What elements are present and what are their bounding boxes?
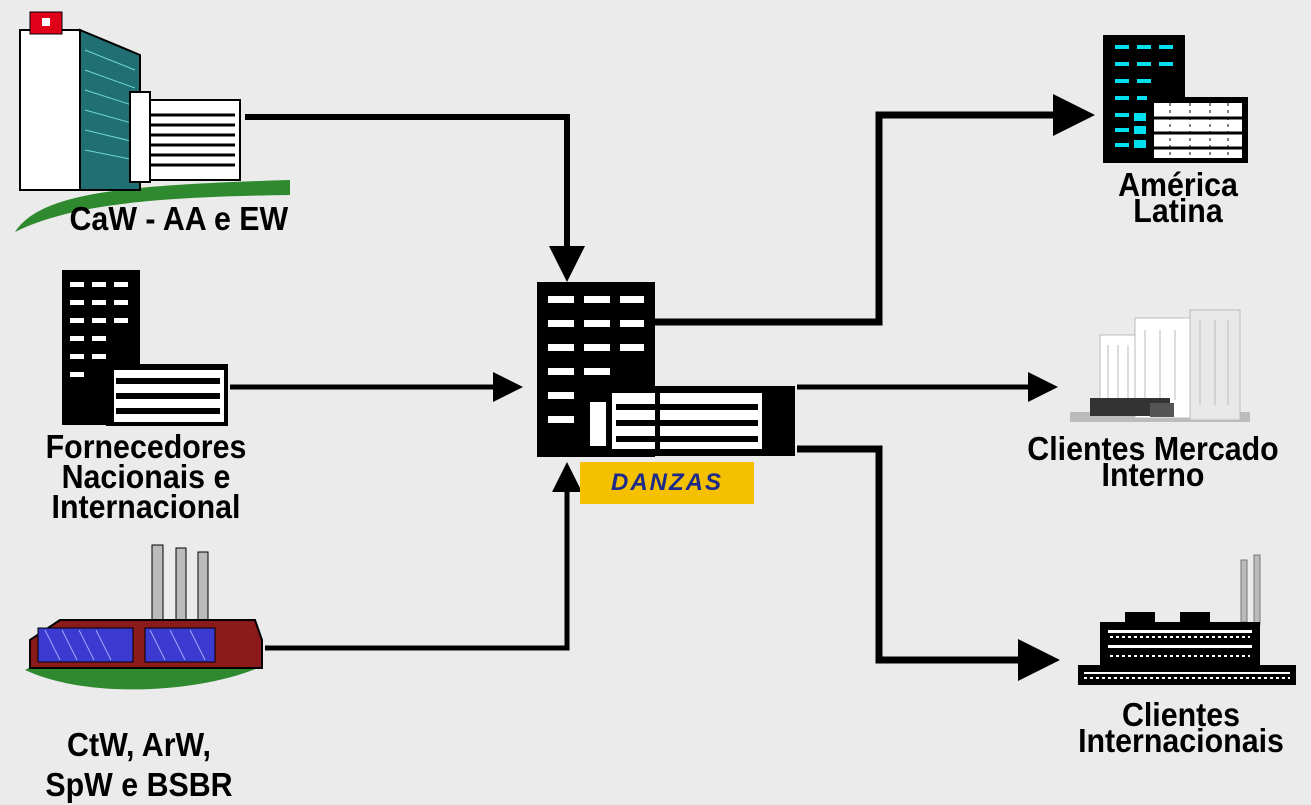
connector-factories-to-hub (265, 467, 567, 648)
caw-label: CaW - AA e EW (70, 204, 289, 234)
connector-hub-to-latam (655, 115, 1088, 322)
latam-label: América Latina (1088, 172, 1268, 224)
danzas-logo: DANZAS (580, 462, 754, 504)
warehouse-building-icon (537, 282, 795, 457)
suppliers-label: Fornecedores Nacionais e Internacional (23, 432, 270, 522)
international-clients-label: Clientes Internacionais (1062, 702, 1299, 754)
corporate-building-icon (15, 12, 290, 232)
office-building-icon (62, 270, 228, 426)
industrial-plant-icon (1078, 555, 1296, 685)
factory-icon (25, 545, 262, 689)
domestic-clients-label: Clientes Mercado Interno (1008, 436, 1299, 488)
office-tower-icon (1103, 35, 1248, 163)
hospital-building-icon (1070, 310, 1250, 422)
factories-label: CtW, ArW, SpW e BSBR (11, 725, 267, 805)
danzas-brand-text: DANZAS (611, 469, 723, 497)
connector-caw-to-hub (245, 117, 567, 276)
